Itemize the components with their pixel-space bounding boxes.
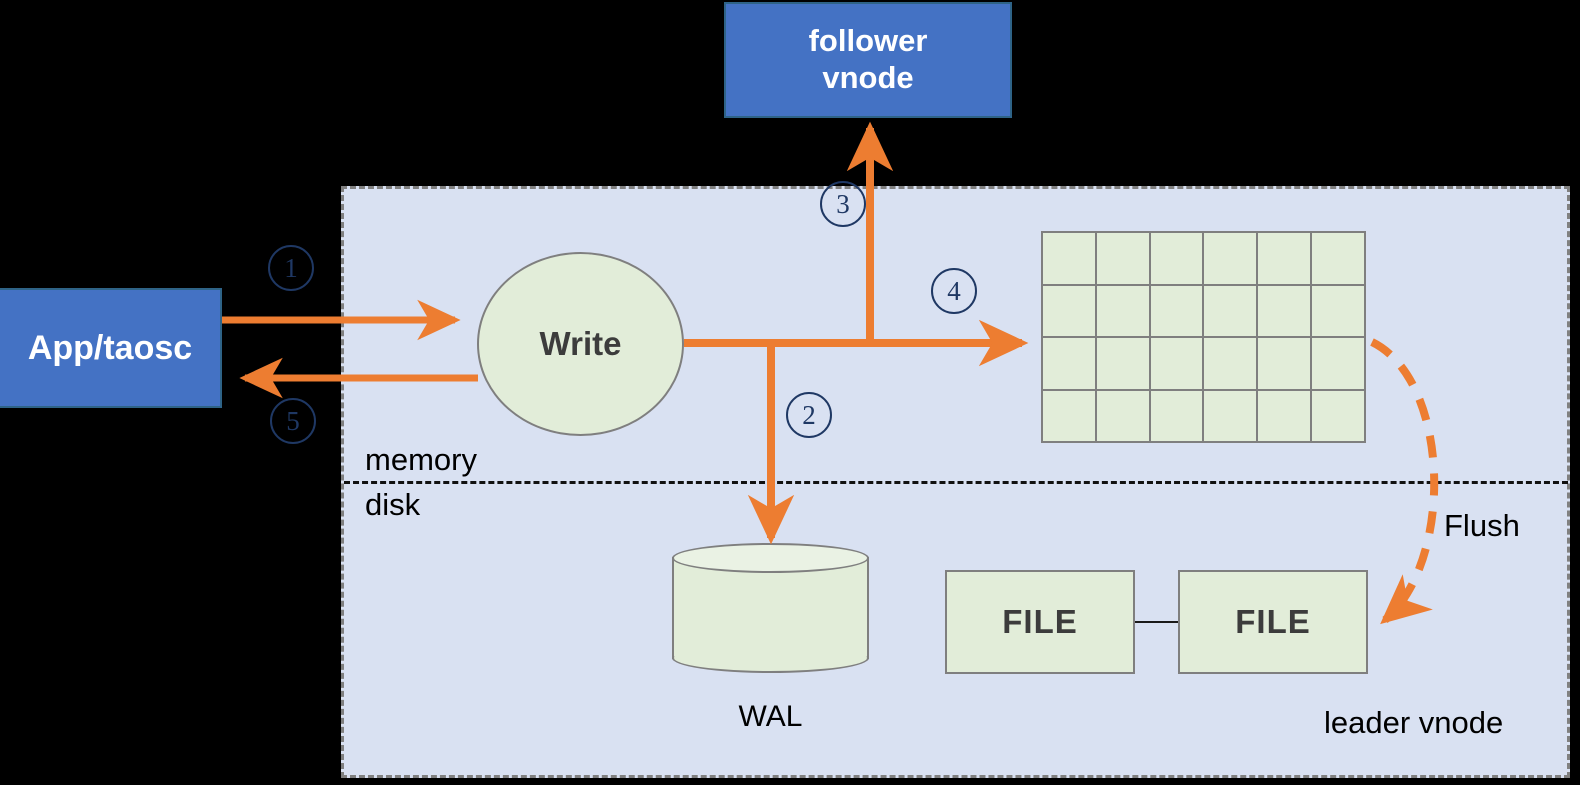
node-wal-cylinder[interactable] xyxy=(672,543,869,673)
node-file-2-label: FILE xyxy=(1235,603,1311,640)
memtable-cell xyxy=(1258,285,1311,336)
step-number-2: 2 xyxy=(786,392,832,438)
memtable-cell xyxy=(1150,233,1203,284)
step-number-5: 5 xyxy=(270,398,316,444)
memtable-cell xyxy=(1204,285,1257,336)
node-file-1-label: FILE xyxy=(1002,603,1078,640)
memtable-cell xyxy=(1150,338,1203,389)
memtable-cell xyxy=(1258,233,1311,284)
cylinder-top-ellipse xyxy=(672,543,869,573)
file-connector-line xyxy=(1135,621,1178,623)
memtable-cell xyxy=(1043,390,1095,441)
node-file-2[interactable]: FILE xyxy=(1178,570,1368,674)
node-wal-label: WAL xyxy=(738,700,803,733)
memtable-cell xyxy=(1204,390,1257,441)
flush-label: Flush xyxy=(1444,508,1520,543)
leader-vnode-label: leader vnode xyxy=(1324,705,1504,740)
step-number-4: 4 xyxy=(931,268,977,314)
memtable-cell xyxy=(1312,285,1364,336)
memtable-cell xyxy=(1258,338,1311,389)
node-file-1[interactable]: FILE xyxy=(945,570,1135,674)
node-app-taosc[interactable]: App/taosc xyxy=(0,288,222,408)
step-number-1: 1 xyxy=(268,245,314,291)
node-app-taosc-label: App/taosc xyxy=(27,328,193,367)
memory-disk-divider xyxy=(344,481,1568,484)
node-follower-vnode-label: follower vnode xyxy=(808,23,928,95)
memtable-cell xyxy=(1043,338,1095,389)
memtable-cell xyxy=(1312,233,1364,284)
memtable-cell xyxy=(1043,285,1095,336)
memtable-cell xyxy=(1312,390,1364,441)
memtable-cell xyxy=(1096,338,1149,389)
disk-label: disk xyxy=(365,487,421,522)
node-write[interactable]: Write xyxy=(477,252,684,436)
memory-label: memory xyxy=(365,442,477,477)
memtable-cell xyxy=(1096,285,1149,336)
step-number-3: 3 xyxy=(820,181,866,227)
node-write-label: Write xyxy=(539,325,622,362)
memtable-cell xyxy=(1204,338,1257,389)
memtable-cell xyxy=(1204,233,1257,284)
memtable-cell xyxy=(1258,390,1311,441)
memtable-cell xyxy=(1096,390,1149,441)
memtable-cell xyxy=(1096,233,1149,284)
node-follower-vnode[interactable]: follower vnode xyxy=(724,2,1012,118)
memtable-cell xyxy=(1150,390,1203,441)
memtable-cell xyxy=(1043,233,1095,284)
memtable-cell xyxy=(1150,285,1203,336)
memtable-cell xyxy=(1312,338,1364,389)
node-memtable-grid[interactable] xyxy=(1041,231,1366,443)
cylinder-body xyxy=(672,557,869,659)
